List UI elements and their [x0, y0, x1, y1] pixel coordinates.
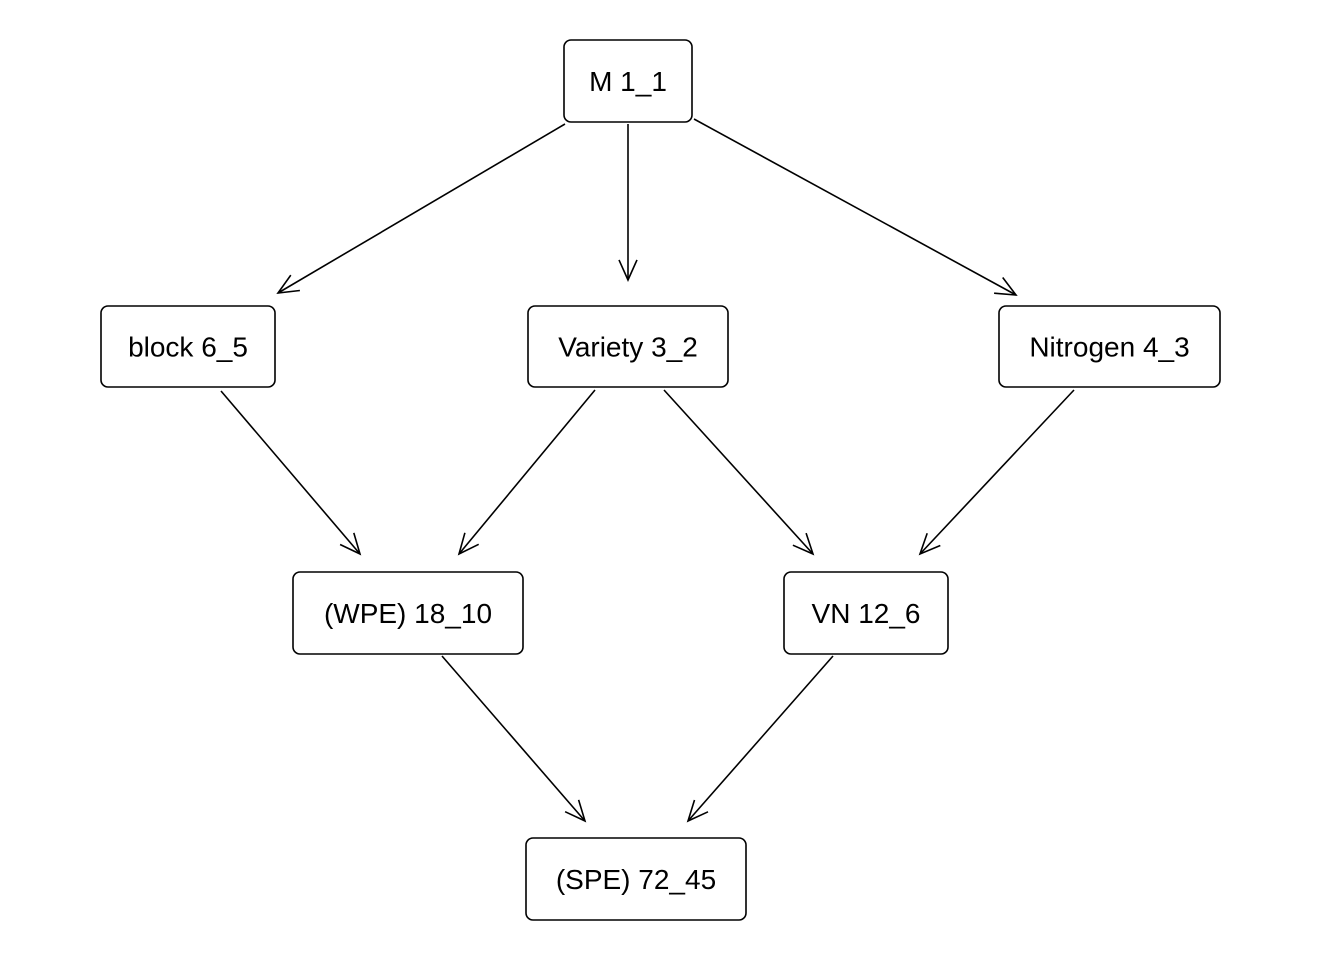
arrowhead-icon: [792, 532, 815, 556]
edge-variety-to-vn: [663, 389, 815, 556]
arrowhead-icon: [339, 532, 362, 556]
arrowhead-icon: [618, 259, 638, 282]
node-label: M 1_1: [589, 66, 667, 97]
edge-nitrogen-to-vn: [918, 389, 1075, 556]
node-block: block 6_5: [100, 305, 276, 388]
node-spe: (SPE) 72_45: [525, 837, 747, 921]
edge-m-to-block: [276, 123, 566, 294]
node-box: [527, 305, 729, 388]
edge-line: [663, 389, 814, 555]
edge-line: [919, 389, 1075, 555]
edge-m-to-nitrogen: [693, 118, 1018, 296]
node-label: (WPE) 18_10: [324, 598, 492, 629]
edge-variety-to-wpe: [457, 389, 596, 556]
edge-block-to-wpe: [220, 390, 362, 556]
edge-line: [458, 389, 596, 555]
node-box: [100, 305, 276, 388]
arrowhead-icon: [564, 799, 587, 823]
arrowhead-icon: [457, 532, 480, 556]
node-variety: Variety 3_2: [527, 305, 729, 388]
arrowhead-icon: [918, 532, 941, 556]
node-vn: VN 12_6: [783, 571, 949, 655]
edge-line: [220, 390, 361, 555]
node-label: Nitrogen 4_3: [1029, 332, 1189, 363]
arrowhead-icon: [276, 274, 300, 294]
edge-wpe-to-spe: [441, 655, 587, 823]
node-box: [292, 571, 524, 655]
node-box: [525, 837, 747, 921]
node-box: [998, 305, 1221, 388]
node-box: [563, 39, 693, 123]
node-label: (SPE) 72_45: [556, 864, 716, 895]
edge-m-to-variety: [618, 124, 638, 282]
arrowhead-icon: [994, 277, 1018, 296]
arrowhead-icon: [686, 799, 709, 823]
node-label: VN 12_6: [812, 598, 921, 629]
node-label: Variety 3_2: [558, 332, 698, 363]
node-box: [783, 571, 949, 655]
edge-line: [687, 655, 834, 822]
edge-line: [441, 655, 586, 822]
edge-line: [693, 118, 1017, 296]
edges-layer: [220, 118, 1075, 823]
node-label: block 6_5: [128, 332, 248, 363]
edge-line: [277, 123, 566, 294]
node-wpe: (WPE) 18_10: [292, 571, 524, 655]
node-m: M 1_1: [563, 39, 693, 123]
node-nitrogen: Nitrogen 4_3: [998, 305, 1221, 388]
edge-vn-to-spe: [686, 655, 834, 823]
